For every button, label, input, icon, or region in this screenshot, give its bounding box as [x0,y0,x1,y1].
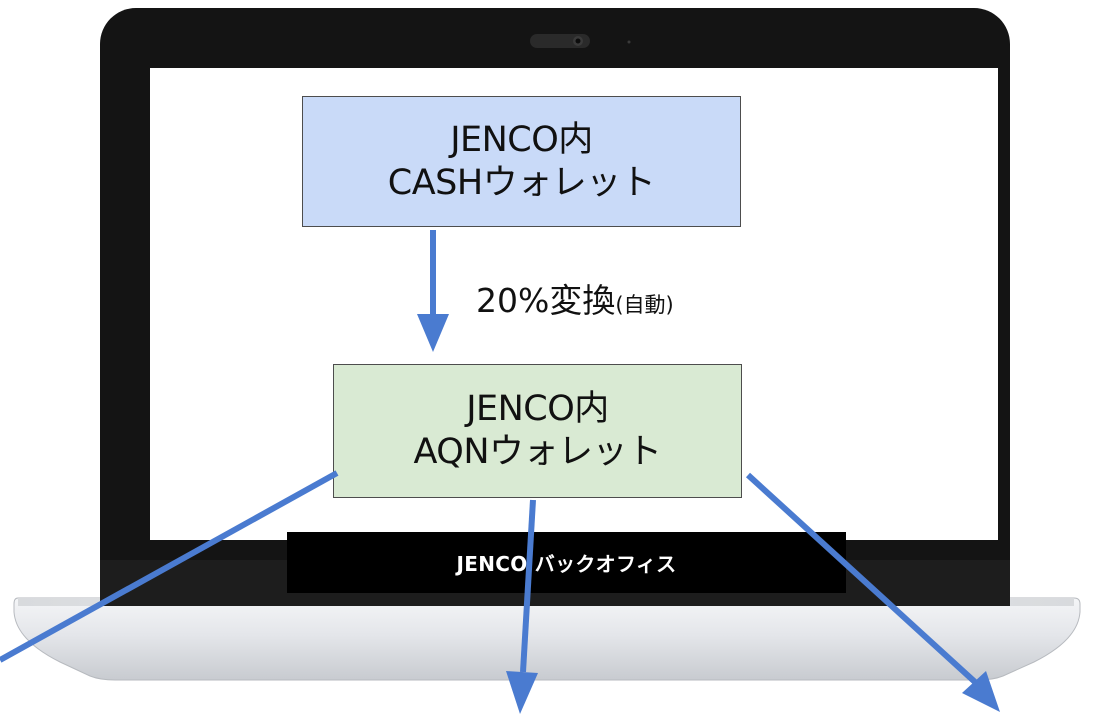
aqn-wallet-node: JENCO内 AQNウォレット [333,364,742,498]
aqn-wallet-line2: AQNウォレット [413,432,662,472]
backoffice-footer-bar: JENCO バックオフィス [287,532,846,593]
conversion-label-sub: (自動) [615,293,674,317]
cash-wallet-node: JENCO内 CASHウォレット [302,96,741,227]
conversion-label-main: 20%変換 [476,281,616,320]
laptop-base [13,597,1081,681]
backoffice-footer-label: JENCO バックオフィス [456,552,677,576]
aqn-wallet-line1: JENCO内 [466,389,609,430]
webcam-icon [530,34,631,48]
cash-wallet-line1: JENCO内 [450,119,593,160]
cash-wallet-line2: CASHウォレット [387,162,656,203]
conversion-label: 20%変換(自動) [476,274,674,322]
